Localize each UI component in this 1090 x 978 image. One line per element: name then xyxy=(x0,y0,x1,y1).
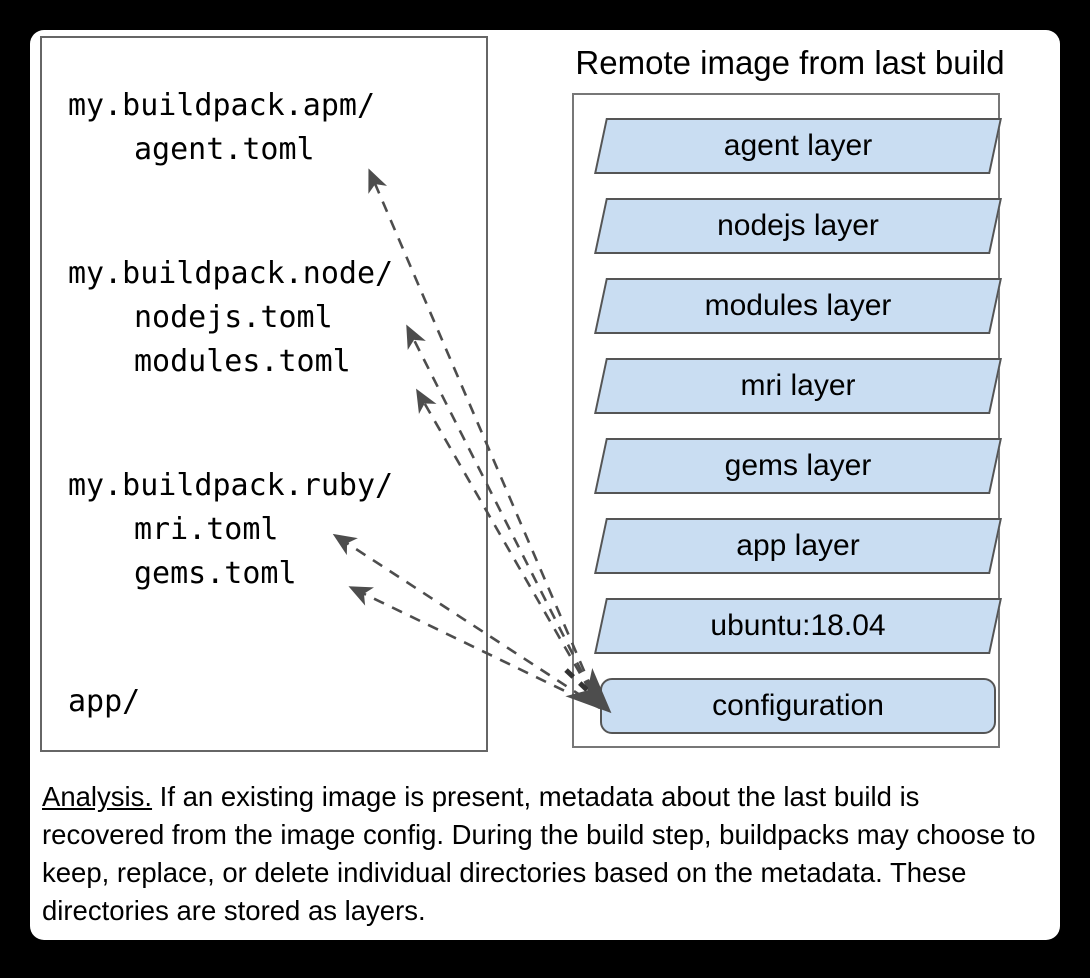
layer-app-label: app layer xyxy=(736,529,860,562)
layer-gems[interactable]: gems layer xyxy=(594,438,1002,494)
layer-configuration[interactable]: configuration xyxy=(600,678,996,734)
caption-body: If an existing image is present, metadat… xyxy=(42,781,1036,926)
layer-nodejs-label: nodejs layer xyxy=(717,209,879,242)
dir-line-app: app/ xyxy=(68,684,141,719)
dir-line-buildpack-apm: my.buildpack.apm/ xyxy=(68,88,376,123)
layer-ubuntu[interactable]: ubuntu:18.04 xyxy=(594,598,1002,654)
layer-configuration-label: configuration xyxy=(712,689,884,722)
layer-mri-label: mri layer xyxy=(740,369,856,402)
layer-gems-label: gems layer xyxy=(724,449,872,482)
caption-lead: Analysis. xyxy=(42,781,153,812)
remote-image-panel: Remote image from last build agent layer… xyxy=(530,30,1050,756)
layer-nodejs[interactable]: nodejs layer xyxy=(594,198,1002,254)
dir-line-buildpack-node: my.buildpack.node/ xyxy=(68,256,394,291)
layer-modules[interactable]: modules layer xyxy=(594,278,1002,334)
remote-image-title: Remote image from last build xyxy=(575,44,1005,81)
layer-mri[interactable]: mri layer xyxy=(594,358,1002,414)
app-directory-panel: my.buildpack.apm/ agent.toml my.buildpac… xyxy=(40,36,488,752)
layer-modules-label: modules layer xyxy=(704,289,892,322)
layer-app[interactable]: app layer xyxy=(594,518,1002,574)
dir-line-agent-toml: agent.toml xyxy=(134,132,315,167)
layer-ubuntu-label: ubuntu:18.04 xyxy=(710,609,886,642)
dir-line-nodejs-toml: nodejs.toml xyxy=(134,300,333,335)
layer-agent-label: agent layer xyxy=(723,129,873,162)
diagram-card: my.buildpack.apm/ agent.toml my.buildpac… xyxy=(30,30,1060,940)
dir-line-buildpack-ruby: my.buildpack.ruby/ xyxy=(68,468,394,503)
image-layers-box: agent layer nodejs layer modules layer m… xyxy=(572,93,1002,748)
dir-line-modules-toml: modules.toml xyxy=(134,344,351,379)
dir-line-gems-toml: gems.toml xyxy=(134,556,297,591)
layer-agent[interactable]: agent layer xyxy=(594,118,1002,174)
analysis-caption: Analysis. If an existing image is presen… xyxy=(42,778,1048,930)
dir-line-mri-toml: mri.toml xyxy=(134,512,279,547)
